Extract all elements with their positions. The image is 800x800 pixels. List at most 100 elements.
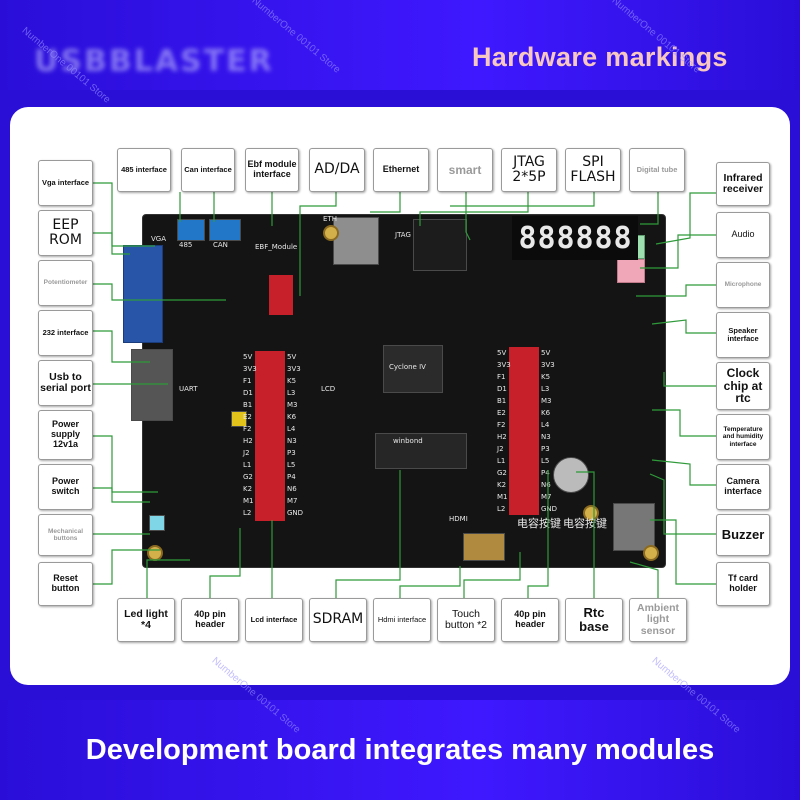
pin-label-right: 3V3 bbox=[287, 365, 301, 373]
label-led-light: Led light *4 bbox=[117, 598, 175, 642]
silk-cap-key-1: 电容按键 bbox=[517, 517, 561, 530]
pin-label-right-2: N6 bbox=[541, 481, 551, 489]
label-ambient-light-sensor: Ambient light sensor bbox=[629, 598, 687, 642]
label-ethernet: Ethernet bbox=[373, 148, 429, 192]
footer-title: Development board integrates many module… bbox=[85, 734, 715, 766]
pin-label-right: K6 bbox=[287, 413, 297, 421]
silk-cyclone: Cyclone IV bbox=[389, 363, 426, 371]
blurred-logo: USBBLASTER bbox=[34, 44, 274, 79]
pin-label-right: N3 bbox=[287, 437, 297, 445]
pin-label-left-2: H2 bbox=[497, 433, 507, 441]
pin-label-left-2: L2 bbox=[497, 505, 506, 513]
pin-label-right-2: L4 bbox=[541, 421, 550, 429]
label-mechanical-buttons: Mechanical buttons bbox=[38, 514, 93, 556]
silk-cap-key-2: 电容按键 bbox=[563, 517, 607, 530]
silk-lcd: LCD bbox=[321, 385, 336, 393]
pin-label-left-2: B1 bbox=[497, 397, 507, 405]
pin-label-left: L1 bbox=[243, 461, 252, 469]
header-title: Hardware markings bbox=[472, 42, 728, 72]
mount-hole bbox=[147, 545, 163, 561]
label-power-switch: Power switch bbox=[38, 464, 93, 510]
silk-jtag: JTAG bbox=[395, 231, 411, 239]
rtc-battery bbox=[553, 457, 589, 493]
ethernet-jack bbox=[333, 217, 379, 265]
pin-label-right: L4 bbox=[287, 425, 296, 433]
silk-hdmi: HDMI bbox=[449, 515, 468, 523]
pin-label-left: 3V3 bbox=[243, 365, 257, 373]
pin-label-right-2: L5 bbox=[541, 457, 550, 465]
pin-label-right-2: P3 bbox=[541, 445, 550, 453]
pin-label-right-2: M7 bbox=[541, 493, 552, 501]
pin-label-right-2: P4 bbox=[541, 469, 550, 477]
jtag-header bbox=[413, 219, 467, 271]
label-jtag: JTAG 2*5P bbox=[501, 148, 557, 192]
label-touch-button: Touch button *2 bbox=[437, 598, 495, 642]
pin-label-right-2: GND bbox=[541, 505, 558, 513]
label-audio: Audio bbox=[716, 212, 770, 258]
label-microphone: Microphone bbox=[716, 262, 770, 308]
pin-label-left-2: J2 bbox=[497, 445, 504, 453]
pin-label-left: 5V bbox=[243, 353, 253, 361]
pin-label-right: N6 bbox=[287, 485, 297, 493]
pin-header-left bbox=[255, 351, 285, 521]
vga-connector bbox=[123, 245, 163, 343]
silk-ebf: EBF_Module bbox=[255, 243, 298, 251]
label-temperature-humidity: Temperature and humidity interface bbox=[716, 414, 770, 460]
digital-tube-display: 8 8 8 8 8 8 bbox=[512, 216, 638, 260]
label-buzzer: Buzzer bbox=[716, 514, 770, 556]
pin-label-left-2: 3V3 bbox=[497, 361, 511, 369]
mechanical-button bbox=[149, 515, 165, 531]
seg-digit: 8 bbox=[613, 220, 632, 256]
pin-label-left-2: L1 bbox=[497, 457, 506, 465]
label-hdmi-interface: Hdmi interface bbox=[373, 598, 431, 642]
audio-jack-pink bbox=[617, 259, 645, 283]
hdmi-port bbox=[463, 533, 505, 561]
terminal-block-485 bbox=[177, 219, 205, 241]
pin-label-right-2: 3V3 bbox=[541, 361, 555, 369]
label-infrared-receiver: Infrared receiver bbox=[716, 162, 770, 206]
label-speaker-interface: Speaker interface bbox=[716, 312, 770, 358]
pin-header-right bbox=[509, 347, 539, 515]
pin-label-left: D1 bbox=[243, 389, 253, 397]
pin-label-left-2: K2 bbox=[497, 481, 507, 489]
potentiometer-knob bbox=[231, 411, 247, 427]
pin-label-left: E2 bbox=[243, 413, 252, 421]
pin-label-right: P3 bbox=[287, 449, 296, 457]
pin-label-left: K2 bbox=[243, 485, 253, 493]
pin-label-left-2: G2 bbox=[497, 469, 507, 477]
label-power-supply: Power supply 12v1a bbox=[38, 410, 93, 460]
label-40p-pin-header-1: 40p pin header bbox=[181, 598, 239, 642]
pin-label-right-2: K5 bbox=[541, 373, 551, 381]
terminal-block-can bbox=[209, 219, 241, 241]
pin-label-left: G2 bbox=[243, 473, 253, 481]
label-ebf-module-interface: Ebf module interface bbox=[245, 148, 299, 192]
pin-label-left: J2 bbox=[243, 449, 250, 457]
silk-eth: ETH bbox=[323, 215, 337, 223]
bottom-banner bbox=[0, 700, 800, 800]
label-tf-card-holder: Tf card holder bbox=[716, 562, 770, 606]
label-usb-to-serial: Usb to serial port bbox=[38, 360, 93, 406]
silk-485: 485 bbox=[179, 241, 193, 249]
seg-digit: 8 bbox=[556, 220, 575, 256]
pin-label-left-2: D1 bbox=[497, 385, 507, 393]
mount-hole bbox=[323, 225, 339, 241]
pin-label-left: B1 bbox=[243, 401, 253, 409]
seg-digit: 8 bbox=[575, 220, 594, 256]
label-eeprom: EEP ROM bbox=[38, 210, 93, 256]
pin-label-right: GND bbox=[287, 509, 304, 517]
silk-can: CAN bbox=[213, 241, 228, 249]
fpga-chip bbox=[383, 345, 443, 393]
label-232-interface: 232 interface bbox=[38, 310, 93, 356]
pin-label-right-2: L3 bbox=[541, 385, 550, 393]
seg-digit: 8 bbox=[594, 220, 613, 256]
label-smart: smart bbox=[437, 148, 493, 192]
label-rtc-base: Rtc base bbox=[565, 598, 623, 642]
silk-vga: VGA bbox=[151, 235, 167, 243]
top-banner bbox=[0, 0, 800, 90]
pin-label-left-2: E2 bbox=[497, 409, 506, 417]
label-potentiometer: Potentiometer bbox=[38, 260, 93, 306]
mount-hole bbox=[643, 545, 659, 561]
pin-label-left-2: F1 bbox=[497, 373, 506, 381]
pin-label-left: M1 bbox=[243, 497, 254, 505]
label-can-interface: Can interface bbox=[181, 148, 235, 192]
